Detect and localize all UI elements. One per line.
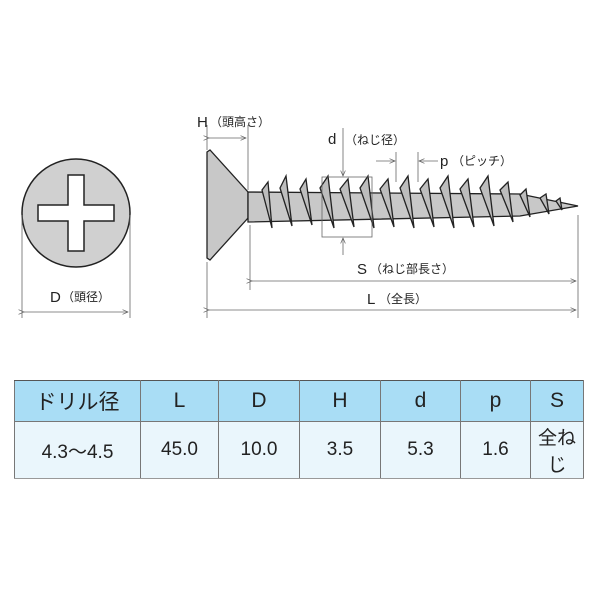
header-drill-diameter: ドリル径 <box>14 380 141 422</box>
header-d-head: D <box>218 380 300 422</box>
cell-s: 全ねじ <box>530 421 584 479</box>
label-p: p <box>440 153 448 170</box>
label-d-head-note: （頭径） <box>62 290 110 304</box>
label-p-note: （ピッチ） <box>452 154 512 168</box>
cell-l: 45.0 <box>140 421 219 479</box>
cell-drill-diameter: 4.3〜4.5 <box>14 421 141 479</box>
cell-h: 3.5 <box>299 421 381 479</box>
label-s: S <box>357 261 367 278</box>
header-p: p <box>460 380 531 422</box>
cell-d-thread: 5.3 <box>380 421 461 479</box>
screw-side-view <box>206 149 579 261</box>
screw-diagram: D （頭径） H （頭高さ） d （ねじ径） p （ピッチ） S （ねじ部長さ <box>0 114 579 318</box>
spec-table: ドリル径 L D H d p S 4.3〜4.5 45.0 10.0 3.5 5… <box>14 380 584 479</box>
label-s-note: （ねじ部長さ） <box>370 261 454 276</box>
phillips-recess-icon <box>37 174 115 252</box>
cell-d-head: 10.0 <box>218 421 300 479</box>
header-d-thread: d <box>380 380 461 422</box>
label-l: L <box>367 291 375 308</box>
table-row: 4.3〜4.5 45.0 10.0 3.5 5.3 1.6 全ねじ <box>14 421 584 479</box>
table-header-row: ドリル径 L D H d p S <box>14 380 584 422</box>
screw-head-top-view <box>21 158 131 268</box>
label-h: H <box>197 114 208 131</box>
label-d-head: D <box>50 289 61 306</box>
label-d-thread: d <box>328 131 336 148</box>
label-l-note: （全長） <box>379 291 427 306</box>
header-h: H <box>299 380 381 422</box>
label-h-note: （頭高さ） <box>210 114 270 129</box>
header-s: S <box>530 380 584 422</box>
header-l: L <box>140 380 219 422</box>
cell-p: 1.6 <box>460 421 531 479</box>
label-d-thread-note: （ねじ径） <box>345 133 405 147</box>
